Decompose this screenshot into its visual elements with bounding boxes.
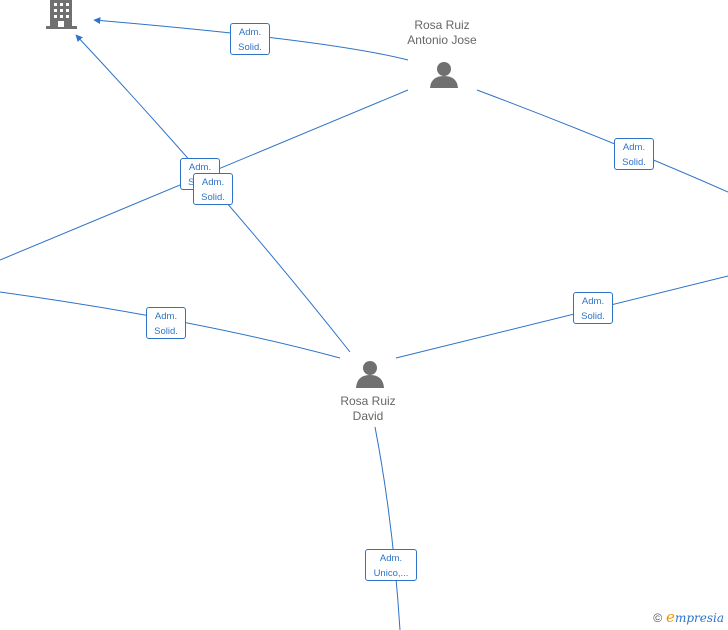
edge-label-david-right[interactable]: Adm. Solid. bbox=[573, 292, 613, 324]
edge-label-david-company[interactable]: Adm. Solid. bbox=[193, 173, 233, 205]
edge-label-role: Adm. bbox=[188, 162, 212, 173]
edge-label-antonio-right[interactable]: Adm. Solid. bbox=[614, 138, 654, 170]
copyright-symbol: © bbox=[653, 611, 663, 625]
person-node-david[interactable] bbox=[356, 361, 384, 388]
edge-label-role: Adm. bbox=[238, 27, 262, 38]
empresia-logo: ©empresia bbox=[653, 608, 724, 626]
edge-label-role: Adm. bbox=[622, 142, 646, 153]
person-icon bbox=[430, 62, 458, 88]
edge-label-type: Solid. bbox=[581, 311, 605, 322]
person-name-antonio[interactable]: Rosa Ruiz Antonio Jose bbox=[362, 18, 522, 48]
edge-label-role: Adm. bbox=[581, 296, 605, 307]
edge-label-role: Adm. bbox=[154, 311, 178, 322]
edge-label-type: Unico,... bbox=[373, 568, 409, 579]
person-name-line1: Rosa Ruiz bbox=[340, 394, 396, 408]
building-icon bbox=[46, 0, 77, 29]
person-name-line2: David bbox=[352, 409, 384, 423]
edge-label-type: Solid. bbox=[201, 192, 225, 203]
edge-antonio-to-right bbox=[476, 89, 728, 193]
edge-label-type: Solid. bbox=[622, 157, 646, 168]
person-name-line1: Rosa Ruiz bbox=[414, 18, 470, 32]
person-icon bbox=[356, 361, 384, 388]
edge-label-antonio-company[interactable]: Adm. Solid. bbox=[230, 23, 270, 55]
company-node[interactable] bbox=[46, 0, 77, 29]
edge-label-role: Adm. bbox=[201, 177, 225, 188]
person-name-david[interactable]: Rosa Ruiz David bbox=[288, 394, 448, 424]
brand-name: mpresia bbox=[674, 611, 724, 625]
person-node-antonio[interactable] bbox=[430, 62, 458, 88]
person-name-line2: Antonio Jose bbox=[407, 33, 477, 47]
edge-antonio-to-company bbox=[93, 17, 409, 61]
edge-label-david-left[interactable]: Adm. Solid. bbox=[146, 307, 186, 339]
edge-label-role: Adm. bbox=[379, 553, 403, 564]
edge-label-david-bottom[interactable]: Adm. Unico,... bbox=[365, 549, 417, 581]
edge-label-type: Solid. bbox=[154, 326, 178, 337]
edge-label-type: Solid. bbox=[238, 42, 262, 53]
brand-initial: e bbox=[666, 608, 675, 626]
edge-david-to-bottom bbox=[374, 426, 401, 630]
edge-david-to-right bbox=[395, 275, 728, 359]
